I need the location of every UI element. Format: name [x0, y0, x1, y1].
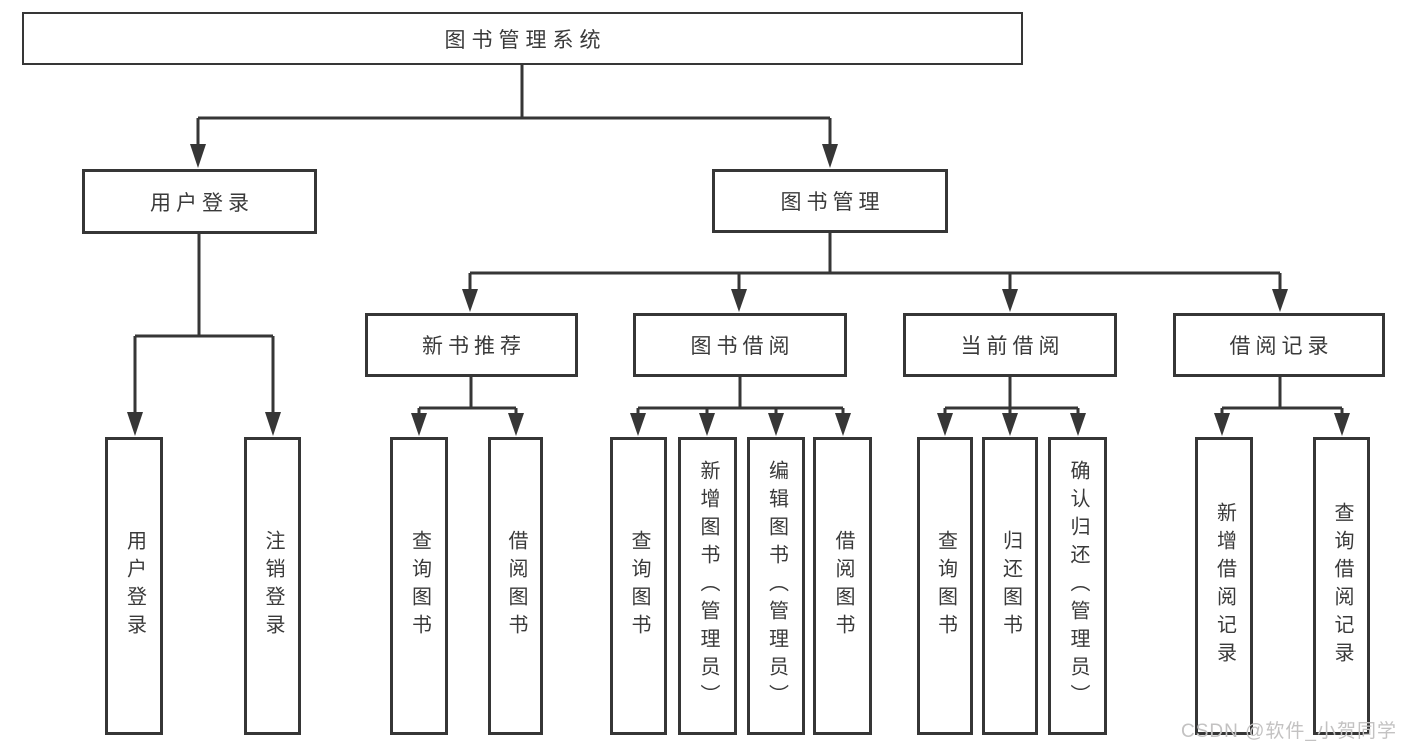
- leaf-current-confirm-return-admin: 确认归还（管理员）: [1048, 437, 1107, 735]
- node-user-login: 用户登录: [82, 169, 317, 234]
- leaf-borrow-query-books-label: 查询图书: [628, 530, 650, 642]
- node-current-borrow-label: 当前借阅: [960, 335, 1065, 358]
- leaf-recommend-borrow-books-label: 借阅图书: [505, 530, 527, 642]
- node-current-borrow: 当前借阅: [903, 313, 1117, 377]
- leaf-borrow-add-books-admin: 新增图书（管理员）: [678, 437, 737, 735]
- leaf-current-query-books: 查询图书: [917, 437, 973, 735]
- leaf-records-add-record: 新增借阅记录: [1195, 437, 1253, 735]
- connector-book-management-branch: [468, 232, 1282, 291]
- leaf-borrow-edit-books-admin-label: 编辑图书（管理员）: [765, 460, 788, 712]
- arrowheads: [127, 144, 1350, 436]
- node-book-management: 图书管理: [712, 169, 948, 233]
- node-root-system-label: 图书管理系统: [444, 28, 607, 52]
- leaf-borrow-edit-books-admin: 编辑图书（管理员）: [747, 437, 805, 735]
- node-book-borrow: 图书借阅: [633, 313, 847, 377]
- leaf-borrow-borrow-books-label: 借阅图书: [832, 530, 854, 642]
- leaf-borrow-borrow-books: 借阅图书: [813, 437, 872, 735]
- leaf-borrow-query-books: 查询图书: [610, 437, 667, 735]
- node-borrow-records: 借阅记录: [1173, 313, 1385, 377]
- node-book-borrow-label: 图书借阅: [690, 335, 795, 358]
- leaf-current-query-books-label: 查询图书: [934, 530, 957, 642]
- leaf-borrow-add-books-admin-label: 新增图书（管理员）: [697, 460, 719, 712]
- leaf-records-add-record-label: 新增借阅记录: [1213, 502, 1236, 670]
- connector-records-branch: [1220, 376, 1344, 416]
- node-borrow-records-label: 借阅记录: [1229, 335, 1334, 358]
- node-root-system: 图书管理系统: [22, 12, 1023, 65]
- connector-borrow-branch: [636, 376, 845, 416]
- leaf-current-return-books: 归还图书: [982, 437, 1038, 735]
- leaf-recommend-borrow-books: 借阅图书: [488, 437, 543, 735]
- leaf-current-confirm-return-admin-label: 确认归还（管理员）: [1067, 460, 1089, 712]
- csdn-watermark: CSDN @软件_小贺同学: [1181, 721, 1397, 742]
- connector-user-login-branch: [133, 234, 275, 414]
- leaf-records-query-record: 查询借阅记录: [1313, 437, 1370, 735]
- connector-recommend-branch: [417, 376, 518, 416]
- node-book-management-label: 图书管理: [780, 191, 885, 214]
- leaf-logout-login: 注销登录: [244, 437, 301, 735]
- node-user-login-label: 用户登录: [150, 191, 254, 215]
- connector-current-branch: [943, 376, 1080, 416]
- node-new-book-recommend: 新书推荐: [365, 313, 578, 377]
- leaf-recommend-query-books: 查询图书: [390, 437, 448, 735]
- leaf-user-login-label: 用户登录: [123, 530, 146, 642]
- connector-root-branch: [196, 64, 832, 146]
- leaf-logout-login-label: 注销登录: [262, 530, 284, 642]
- leaf-recommend-query-books-label: 查询图书: [408, 530, 431, 642]
- leaf-current-return-books-label: 归还图书: [999, 530, 1022, 642]
- leaf-records-query-record-label: 查询借阅记录: [1331, 502, 1353, 670]
- leaf-user-login: 用户登录: [105, 437, 163, 735]
- node-new-book-recommend-label: 新书推荐: [422, 335, 526, 358]
